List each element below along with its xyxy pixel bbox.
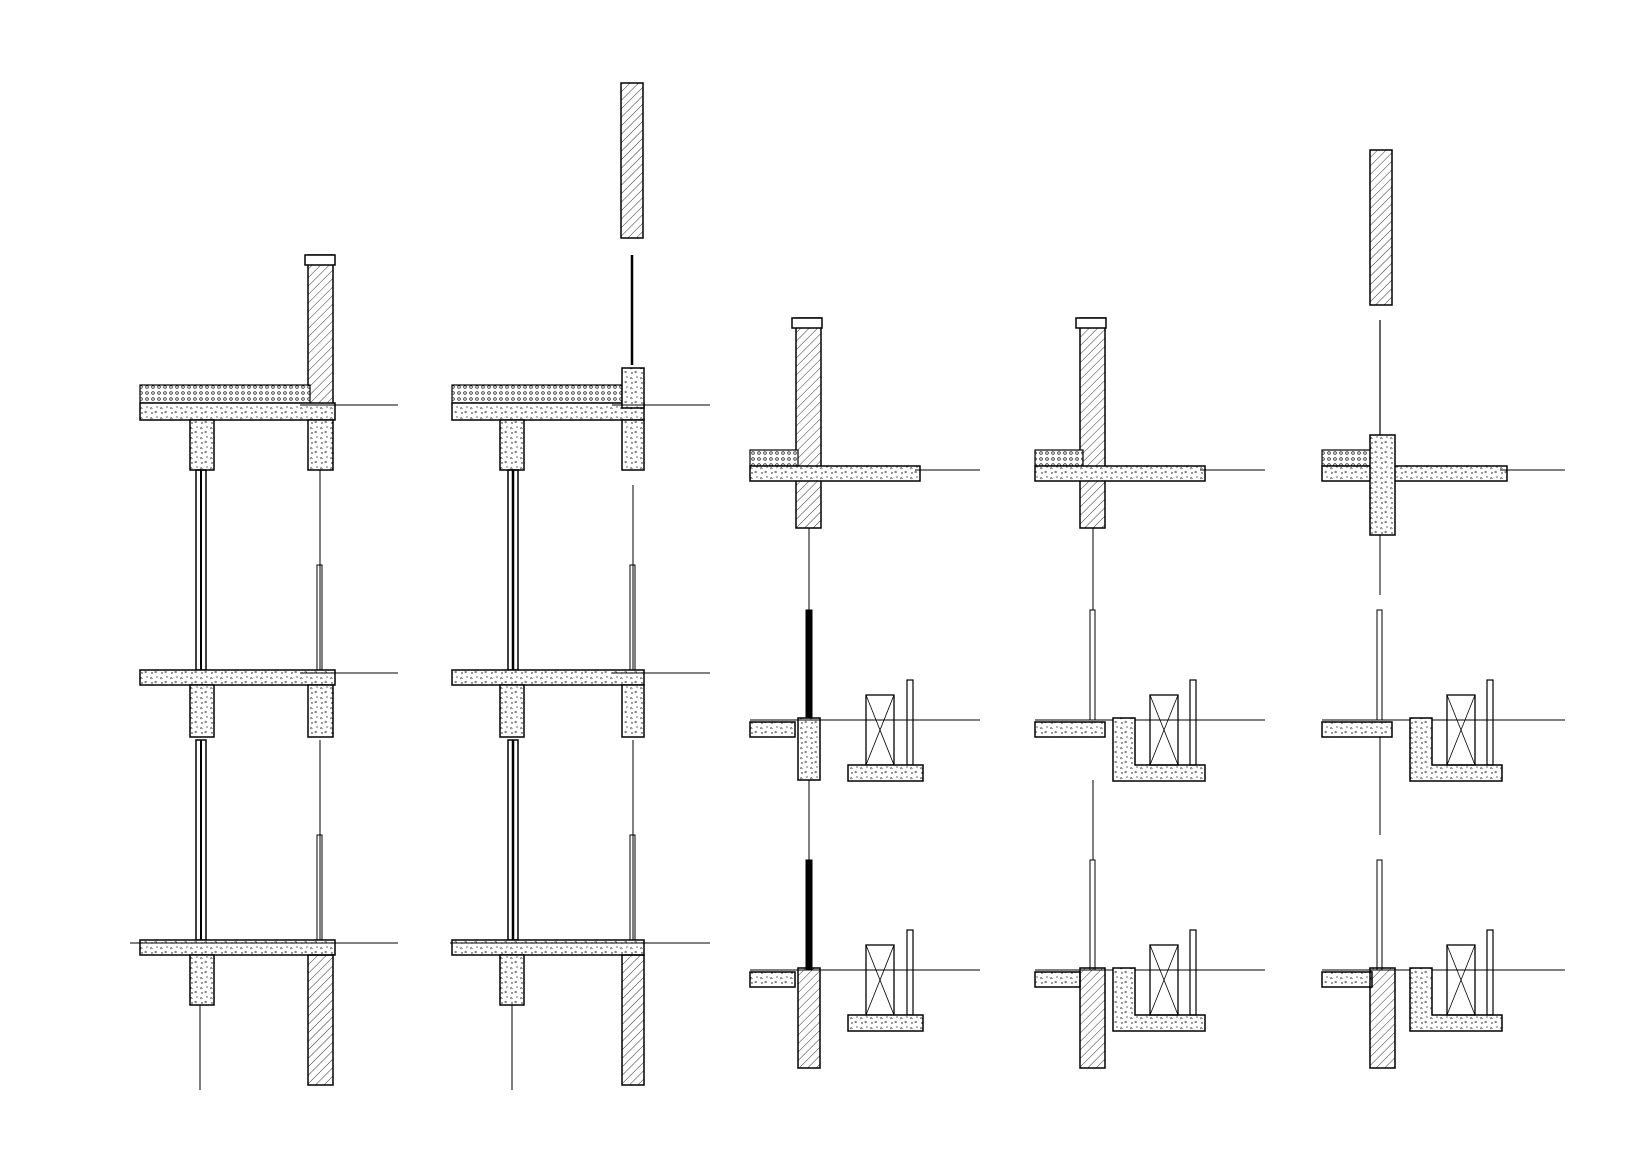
beam-left: [189, 419, 215, 471]
roof-slab: [451, 402, 645, 421]
roof-planter: [620, 82, 644, 239]
roof-slab: [749, 465, 921, 482]
wall-section-4: [1034, 317, 1265, 1069]
roof-planter: [1369, 149, 1393, 306]
roof-slab: [139, 402, 336, 421]
wall-section-2: [450, 82, 710, 1090]
wall-section-1: [130, 254, 398, 1090]
roof-insulation: [451, 384, 623, 404]
wall-section-5: [1321, 149, 1565, 1069]
parapet: [1079, 317, 1106, 529]
floor-slab: [139, 939, 336, 956]
parapet: [795, 317, 822, 529]
parapet: [307, 254, 334, 411]
ac-shelf: [847, 764, 924, 782]
roof-insulation: [139, 384, 311, 404]
roof-insulation: [749, 449, 799, 467]
beam-right: [307, 419, 334, 471]
ac-shelf: [1112, 717, 1206, 782]
floor-slab: [139, 669, 336, 686]
ac-railing: [906, 679, 914, 766]
wall-section-3: [749, 317, 980, 1069]
parapet-cap: [304, 254, 336, 266]
